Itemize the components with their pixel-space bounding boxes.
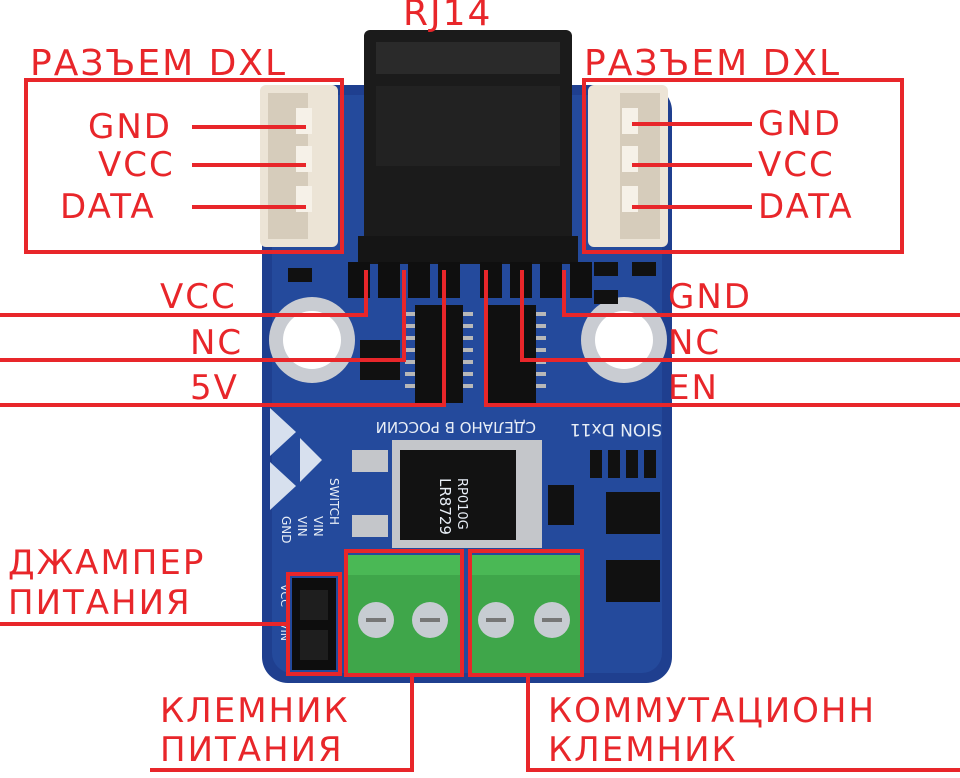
power-jumper bbox=[292, 578, 336, 670]
rj14-pin-gnd: GND bbox=[668, 277, 752, 317]
dxl-right-title: РАЗЪЕМ DXL bbox=[584, 43, 842, 84]
mounting-hole-right bbox=[581, 297, 667, 383]
dxl-left-pin-gnd: GND bbox=[88, 107, 172, 147]
dxl-left-pin-vcc: VCC bbox=[98, 145, 175, 185]
rj14-pin-nc-right: NC bbox=[668, 323, 722, 363]
ic-chip-right bbox=[488, 305, 546, 403]
power-terminal-box bbox=[344, 549, 464, 677]
jumper-label-line2: ПИТАНИЯ bbox=[8, 583, 192, 623]
voltage-regulator: LR8729 RP010G bbox=[352, 440, 542, 548]
silk-gnd: GND bbox=[279, 516, 293, 544]
made-in-marking: СДЕЛАНО В РОССИИ bbox=[376, 418, 536, 436]
dxl-left-box bbox=[24, 78, 344, 254]
ic-chip-left bbox=[405, 305, 473, 403]
rj14-jack bbox=[358, 30, 578, 264]
silk-vin-1: VIN bbox=[295, 516, 309, 537]
rj14-title: RJ14 bbox=[403, 0, 493, 34]
dxl-left-title: РАЗЪЕМ DXL bbox=[30, 43, 288, 84]
mounting-hole-left bbox=[269, 297, 355, 383]
dxl-right-box bbox=[582, 78, 904, 254]
rj14-pin-nc-left: NC bbox=[190, 323, 244, 363]
annotation-lines bbox=[0, 78, 960, 772]
silk-vin-2: VIN bbox=[311, 516, 325, 537]
switch-terminal bbox=[472, 555, 580, 673]
dxl-right-pin-vcc: VCC bbox=[758, 145, 835, 185]
jumper-label-line1: ДЖАМПЕР bbox=[8, 543, 206, 583]
smd-components bbox=[288, 262, 660, 602]
dxl-right-pin-data: DATA bbox=[758, 187, 854, 227]
power-terminal-label-line1: КЛЕМНИК bbox=[160, 691, 350, 731]
power-terminal-label-line2: ПИТАНИЯ bbox=[160, 730, 344, 770]
model-marking: SION Dx11 bbox=[570, 419, 662, 439]
silk-switch: SWITCH bbox=[327, 478, 341, 525]
rj14-pin-5v: 5V bbox=[190, 368, 239, 408]
logo-icon bbox=[270, 408, 322, 510]
regulator-marking: LR8729 bbox=[436, 478, 454, 535]
dxl-right-pin-gnd: GND bbox=[758, 104, 842, 144]
rj14-pin-en: EN bbox=[668, 368, 719, 408]
silk-left-labels: GND VIN VIN SWITCH VCC VIN bbox=[278, 478, 341, 641]
power-terminal bbox=[348, 555, 460, 673]
dxl-left-pin-data: DATA bbox=[60, 187, 156, 227]
switch-terminal-label-line2: КЛЕМНИК bbox=[548, 730, 738, 770]
regulator-code: RP010G bbox=[454, 478, 469, 530]
switch-terminal-label-line1: КОММУТАЦИОНН bbox=[548, 691, 877, 731]
rj14-pin-vcc: VCC bbox=[160, 277, 237, 317]
